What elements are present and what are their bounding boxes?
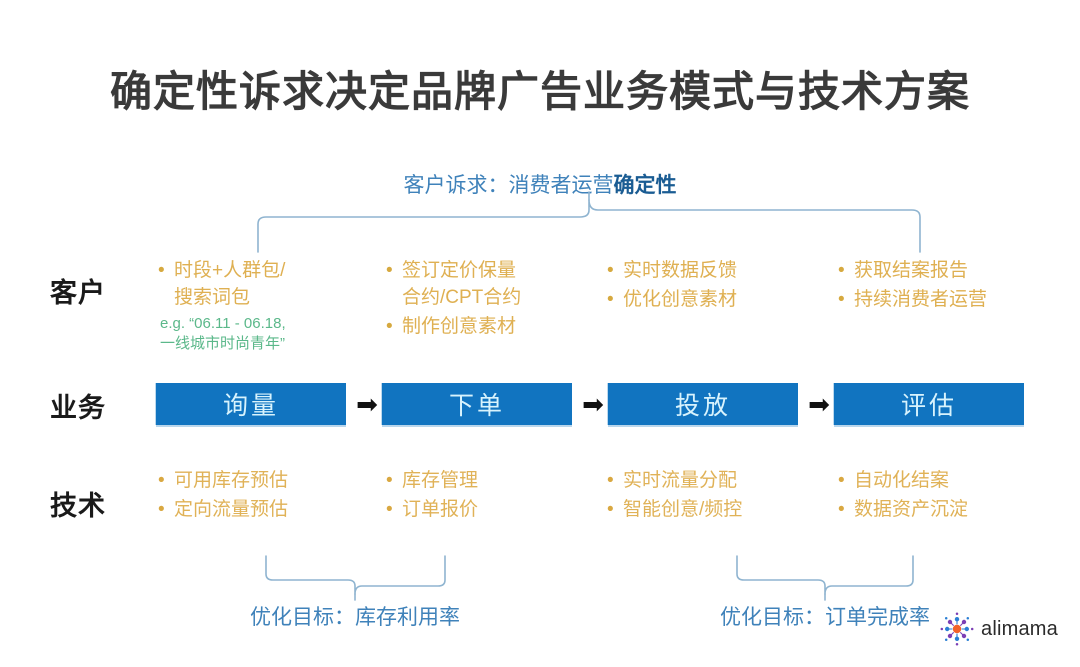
page-title: 确定性诉求决定品牌广告业务模式与技术方案 <box>109 68 970 115</box>
list-item: • 制作创意素材 <box>386 314 606 341</box>
bullet-label: 定向流量预估 <box>174 498 289 520</box>
top-caption-prefix: 客户诉求：消费者运营 <box>403 174 614 197</box>
list-item: • 自动化结案 <box>838 468 1063 495</box>
row-label-customer: 客户 <box>50 278 106 308</box>
customer-example-text: e.g. “06.11 - 06.18, 一线城市时尚青年” <box>160 314 286 353</box>
flow-step-label: 询量 <box>222 392 279 420</box>
flow-step-label: 投放 <box>674 392 731 420</box>
bullet-label: 时段+人群包/ 搜索词包 <box>174 260 286 308</box>
list-item: • 持续消费者运营 <box>838 287 1063 314</box>
list-item: • 实时数据反馈 <box>607 258 822 285</box>
bullet-label: 数据资产沉淀 <box>854 498 969 520</box>
bottom-left-brace <box>265 555 446 595</box>
flow-step-label: 评估 <box>900 392 957 420</box>
row-label-tech: 技术 <box>50 491 106 521</box>
row-label-business: 业务 <box>50 393 106 423</box>
bottom-right-brace <box>736 555 914 595</box>
bullet-icon: • <box>158 470 165 491</box>
customer-column-1: • 时段+人群包/ 搜索词包 e.g. “06.11 - 06.18, 一线城市… <box>158 258 388 354</box>
flow-step-2[interactable]: 下单 <box>382 383 572 425</box>
bullet-label: 自动化结案 <box>854 470 950 491</box>
bullet-icon: • <box>607 498 614 520</box>
list-item: • 智能创意/频控 <box>607 497 822 524</box>
list-item: • 订单报价 <box>386 497 601 524</box>
tech-column-4: • 自动化结案 • 数据资产沉淀 <box>838 468 1063 526</box>
bullet-label: 实时数据反馈 <box>623 260 738 281</box>
customer-column-4: • 获取结案报告 • 持续消费者运营 <box>838 258 1063 316</box>
bullet-icon: • <box>838 470 845 491</box>
bullet-label: 签订定价保量 合约/CPT合约 <box>402 260 522 308</box>
bullet-icon: • <box>386 470 393 491</box>
top-caption-emphasis: 确定性 <box>613 174 677 197</box>
alimama-burst-icon <box>940 612 974 646</box>
customer-column-3: • 实时数据反馈 • 优化创意素材 <box>607 258 822 316</box>
alimama-wordmark: alimama <box>981 617 1058 640</box>
alimama-logo: alimama <box>940 612 1058 646</box>
bullet-label: 优化创意素材 <box>623 288 738 310</box>
tech-column-1: • 可用库存预估 • 定向流量预估 <box>158 468 383 526</box>
bullet-icon: • <box>607 260 614 281</box>
bottom-caption-right: 优化目标：订单完成率 <box>720 606 930 629</box>
flow-arrow-icon-3: ➡ <box>808 389 830 419</box>
tech-column-3: • 实时流量分配 • 智能创意/频控 <box>607 468 822 526</box>
bullet-label: 获取结案报告 <box>854 260 969 281</box>
bullet-icon: • <box>607 288 614 310</box>
bullet-icon: • <box>838 498 845 520</box>
list-item: • 定向流量预估 <box>158 497 383 524</box>
bullet-label: 实时流量分配 <box>623 470 738 491</box>
flow-step-label: 下单 <box>448 392 505 420</box>
bullet-label: 可用库存预估 <box>174 470 289 491</box>
list-item: • 实时流量分配 <box>607 468 822 495</box>
list-item: • 获取结案报告 <box>838 258 1063 285</box>
flow-step-4[interactable]: 评估 <box>834 383 1024 425</box>
list-item: • 签订定价保量 合约/CPT合约 <box>386 258 606 312</box>
flow-step-3[interactable]: 投放 <box>608 383 798 425</box>
flow-step-1[interactable]: 询量 <box>156 383 346 425</box>
top-caption: 客户诉求：消费者运营确定性 <box>0 169 1080 199</box>
bullet-label: 持续消费者运营 <box>854 288 988 310</box>
list-item: • 可用库存预估 <box>158 468 383 495</box>
bullet-icon: • <box>158 498 165 520</box>
bullet-icon: • <box>158 260 165 281</box>
bullet-label: 订单报价 <box>402 498 479 520</box>
list-item: • 时段+人群包/ 搜索词包 <box>158 258 388 312</box>
flow-arrow-icon-2: ➡ <box>582 389 604 419</box>
top-brace <box>257 199 921 253</box>
bullet-icon: • <box>838 260 845 281</box>
bullet-label: 库存管理 <box>402 470 479 491</box>
list-item: • 优化创意素材 <box>607 287 822 314</box>
bullet-icon: • <box>386 315 393 337</box>
list-item: • 库存管理 <box>386 468 601 495</box>
bullet-label: 制作创意素材 <box>402 315 517 337</box>
flow-arrow-icon-1: ➡ <box>356 389 378 419</box>
bullet-label: 智能创意/频控 <box>623 498 743 520</box>
tech-column-2: • 库存管理 • 订单报价 <box>386 468 601 526</box>
bullet-icon: • <box>838 288 845 310</box>
list-item: • 数据资产沉淀 <box>838 497 1063 524</box>
bullet-icon: • <box>386 260 393 281</box>
bullet-icon: • <box>386 498 393 520</box>
customer-column-2: • 签订定价保量 合约/CPT合约 • 制作创意素材 <box>386 258 606 343</box>
bullet-icon: • <box>607 470 614 491</box>
bottom-caption-left: 优化目标：库存利用率 <box>250 606 460 629</box>
